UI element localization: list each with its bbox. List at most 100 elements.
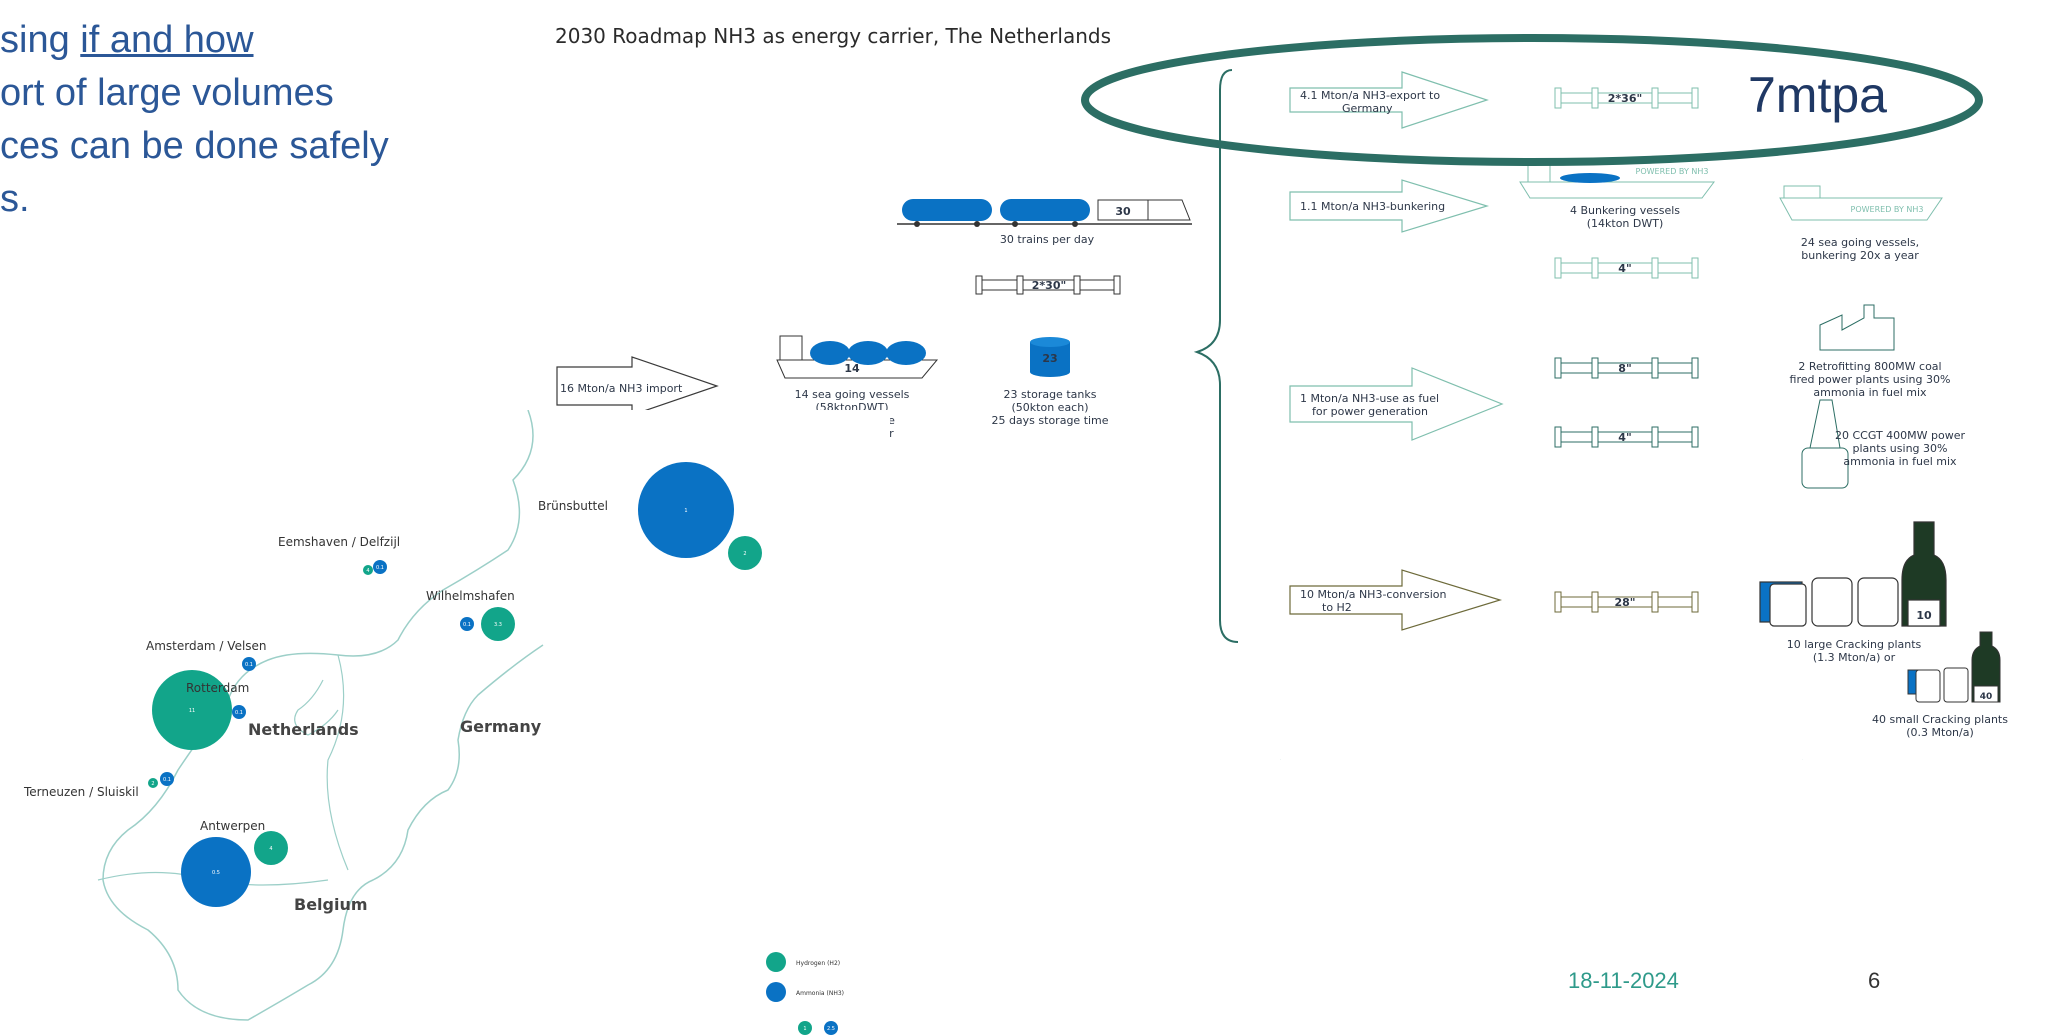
small-cracking-plant-icon <box>1907 631 2001 703</box>
place-terneuzen: Terneuzen / Sluiskil <box>23 785 139 799</box>
train-count: 30 <box>1115 205 1131 218</box>
large-cracking-plant-icon <box>1759 521 1947 627</box>
flow-bunkering-label: 1.1 Mton/a NH3-bunkering <box>1300 200 1445 213</box>
legend-hydrogen-swatch <box>766 952 786 972</box>
bubble-value: 0.1 <box>163 777 171 783</box>
bubble-wilhelmshafen-hydrogen <box>481 607 515 641</box>
slide-body-text: sing if and how ort of large volumes ces… <box>0 14 389 226</box>
vessel-label-1: 14 sea going vessels <box>795 388 910 401</box>
bunkering-badge: POWERED BY NH3 <box>1636 167 1709 176</box>
pipe-icon-bunkering <box>1554 257 1699 279</box>
large-cracking-label-1: 10 large Cracking plants <box>1787 638 1922 651</box>
ccgt-label-2: plants using 30% <box>1853 442 1948 455</box>
bubble-terneuzen-ammonia <box>160 772 174 786</box>
bubble-value: 0.5 <box>212 870 220 876</box>
flow-arrow-conversion <box>1289 569 1503 631</box>
flow-power-label-2: for power generation <box>1312 405 1428 418</box>
text-line-2: ort of large volumes <box>0 72 334 114</box>
coal-plant-label-2: fired power plants using 30% <box>1790 373 1951 386</box>
coal-plant-icon <box>1819 304 1895 351</box>
tank-label-1: 23 storage tanks <box>1004 388 1097 401</box>
bunkering-vessel-icon <box>1519 163 1715 199</box>
small-cracking-label-2: (0.3 Mton/a) <box>1906 726 1974 739</box>
sea-vessel-icon <box>1779 185 1943 221</box>
text-line-1-underlined: if and how <box>80 19 254 61</box>
place-antwerpen: Antwerpen <box>200 819 265 833</box>
pipe-export-size: 2*36" <box>1608 92 1642 105</box>
ccgt-label-1: 20 CCGT 400MW power <box>1835 429 1966 442</box>
bubble-value: 3.3 <box>494 622 502 628</box>
place-eemshaven: Eemshaven / Delfzijl <box>278 535 400 549</box>
small-cracking-label-1: 40 small Cracking plants <box>1872 713 2008 726</box>
large-cracking-label-2: (1.3 Mton/a) or <box>1813 651 1896 664</box>
bubble-value: 11 <box>189 708 195 714</box>
bubble-rotterdam-hydrogen <box>152 670 232 750</box>
highlight-label: 7mtpa <box>1748 67 1887 123</box>
flow-arrow-bunkering <box>1289 179 1490 233</box>
coastline <box>102 410 544 1021</box>
legend-scale-max-label: 2.5 <box>827 1026 835 1032</box>
bubble-value: 2 <box>743 551 746 557</box>
coal-plant-label-1: 2 Retrofitting 800MW coal <box>1798 360 1941 373</box>
flow-conversion-label-1: 10 Mton/a NH3-conversion <box>1300 588 1446 601</box>
ccgt-plant-icon <box>1801 399 1849 489</box>
tank-count: 23 <box>1042 352 1057 365</box>
legend-ammonia-swatch <box>766 982 786 1002</box>
legend-ammonia-label: Ammonia (NH3) <box>796 990 844 997</box>
bubble-wilhelmshafen-ammonia <box>460 617 474 631</box>
storage-tank-icon <box>1030 337 1070 377</box>
roadmap-graphic: 16 Mton/a NH3 import 30 30 trains per da… <box>556 34 2008 760</box>
flow-export-label-1: 4.1 Mton/a NH3-export to <box>1300 89 1440 102</box>
distribution-brace <box>1193 69 1239 643</box>
import-arrow <box>556 356 719 416</box>
tank-label-2: (50kton each) <box>1012 401 1089 414</box>
place-rotterdam: Rotterdam <box>186 681 249 695</box>
train-label: 30 trains per day <box>1000 233 1095 246</box>
text-line-1-prefix: sing <box>0 19 81 61</box>
large-cracking-count: 10 <box>1916 609 1932 622</box>
pipe-power-size-1: 8" <box>1618 362 1631 375</box>
import-label: 16 Mton/a NH3 import <box>560 382 683 395</box>
text-line-4: s. <box>0 178 30 220</box>
border-nl-de <box>326 654 349 871</box>
pipe-icon-power-2 <box>1554 426 1699 448</box>
highlight-ellipse <box>1081 34 1983 166</box>
bubble-antwerpen-ammonia <box>181 837 251 907</box>
pipe-icon-power-1 <box>1554 357 1699 379</box>
pipe-power-size-2: 4" <box>1618 431 1631 444</box>
pipe-bunkering-size: 4" <box>1618 262 1631 275</box>
bubble-brunsbuttel-hydrogen <box>728 536 762 570</box>
bubble-terneuzen-hydrogen <box>148 778 158 788</box>
country-germany: Germany <box>460 717 542 736</box>
flow-conversion-label-2: to H2 <box>1322 601 1352 614</box>
sea-vessel-label-1: 24 sea going vessels, <box>1801 236 1919 249</box>
sea-vessel-label-2: bunkering 20x a year <box>1801 249 1919 262</box>
legend-scale-max <box>824 1021 838 1035</box>
ccgt-label-3: ammonia in fuel mix <box>1843 455 1957 468</box>
country-netherlands: Netherlands <box>248 720 359 739</box>
legend-scale-min-label: 1 <box>803 1026 806 1032</box>
roadmap-title: 2030 Roadmap NH3 as energy carrier, The … <box>555 24 1112 48</box>
bunkering-vessel-label-1: 4 Bunkering vessels <box>1570 204 1680 217</box>
bubble-eemshaven-hydrogen <box>363 565 373 575</box>
bubble-eemshaven-ammonia <box>373 560 387 574</box>
bubble-rotterdam-ammonia <box>232 705 246 719</box>
ship-icon <box>776 335 939 379</box>
bubble-value: 2 <box>151 781 154 787</box>
bubble-value: 0.1 <box>463 622 471 628</box>
footer-page-number: 6 <box>1868 968 1881 993</box>
bubble-value: 0.1 <box>245 662 253 668</box>
tank-label-3: 25 days storage time <box>991 414 1108 427</box>
coal-plant-label-3: ammonia in fuel mix <box>1813 386 1927 399</box>
pipe-import-size: 2*30" <box>1032 279 1066 292</box>
pipe-icon-export <box>1554 87 1699 109</box>
small-cracking-count: 40 <box>1980 692 1993 702</box>
map-image: 1 2 0.1 4 0.1 3.3 0.1 11 0.1 0.1 2 0.5 4… <box>8 410 890 1036</box>
flow-arrow-power <box>1289 367 1504 441</box>
flow-arrow-export <box>1289 71 1489 129</box>
train-icon <box>897 199 1192 227</box>
bubble-brunsbuttel-ammonia <box>638 462 734 558</box>
place-brunsbuttel: Brünsbuttel <box>538 499 608 513</box>
bubble-value: 4 <box>366 568 369 574</box>
pipe-icon-import <box>975 275 1121 295</box>
